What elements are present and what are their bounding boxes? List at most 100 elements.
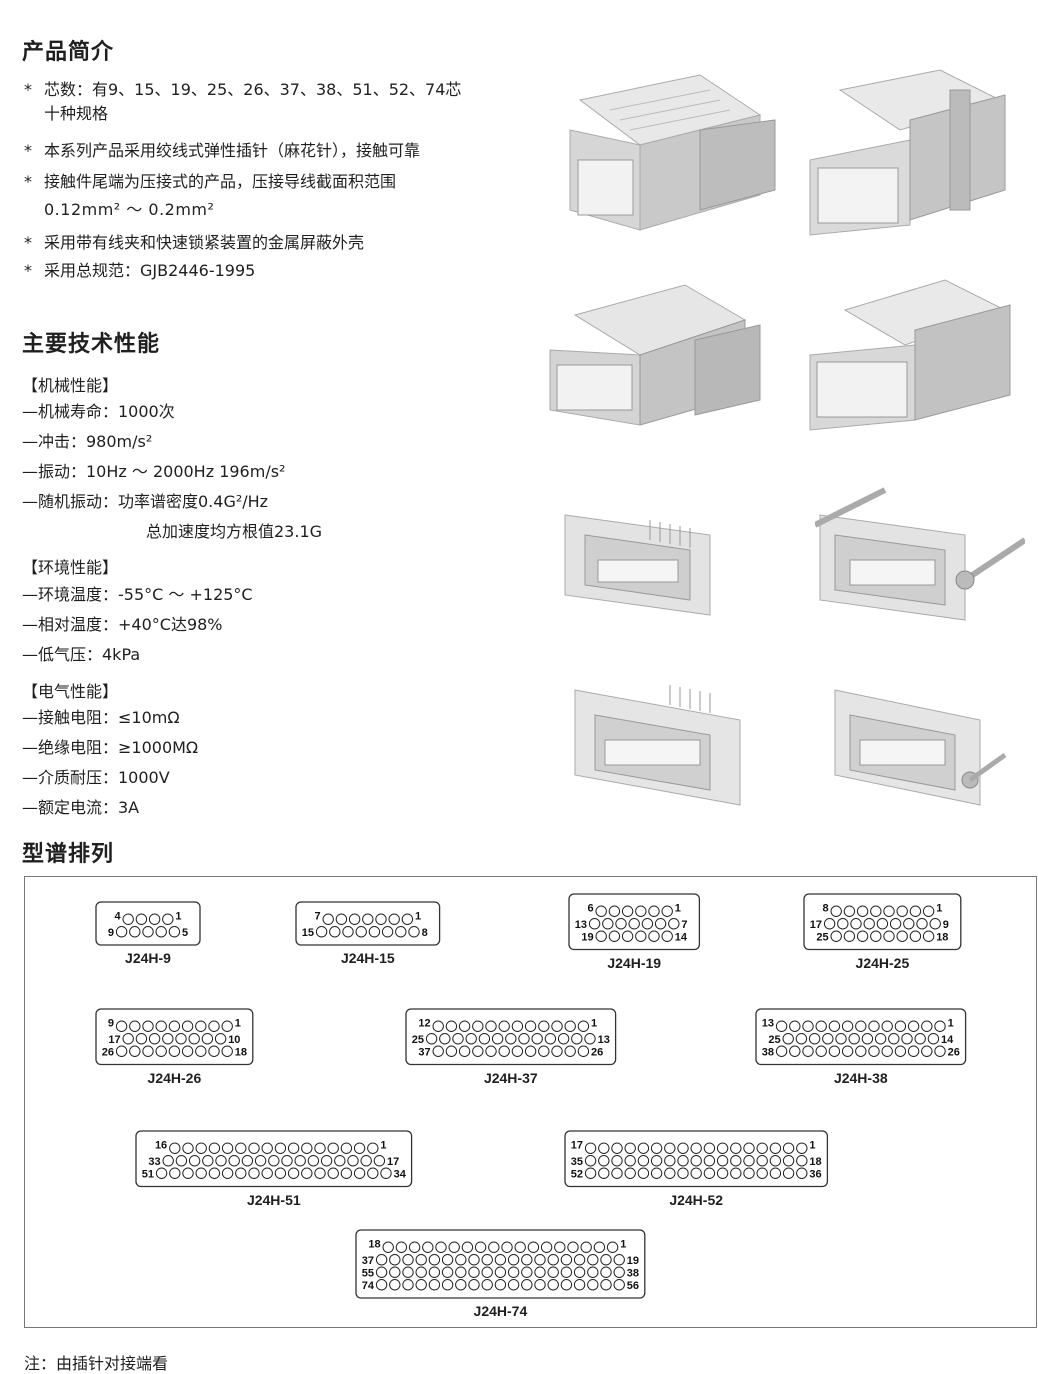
pin-hole <box>896 930 908 942</box>
pin-hole <box>850 918 862 930</box>
pin-number-left: 12 <box>418 1017 430 1029</box>
pin-number-left: 35 <box>571 1156 583 1168</box>
pin-hole <box>455 1279 467 1291</box>
pin-hole <box>428 1254 441 1266</box>
pin-hole <box>155 1167 168 1179</box>
pin-hole <box>881 1020 893 1032</box>
pin-hole <box>624 1167 636 1179</box>
pin-hole <box>624 1142 636 1154</box>
pin-hole <box>855 1045 867 1057</box>
pin-hole <box>661 905 673 917</box>
spec-rms-accel: 总加速度均方根值23.1G <box>146 522 323 541</box>
pin-hole <box>334 1155 346 1167</box>
pin-hole <box>782 1167 795 1179</box>
pin-hole <box>828 1020 841 1032</box>
pin-hole <box>507 1266 520 1278</box>
pin-hole <box>796 1142 808 1154</box>
pin-hole <box>856 930 869 942</box>
connector-photo-5 <box>564 514 711 616</box>
pin-hole <box>934 1020 946 1032</box>
pin-hole <box>327 1167 339 1179</box>
pin-hole <box>287 1142 300 1154</box>
pin-number-right: 1 <box>948 1017 954 1029</box>
pin-hole <box>524 1045 537 1057</box>
pin-hole <box>608 905 621 917</box>
pin-hole <box>129 926 141 938</box>
pin-hole <box>368 926 381 938</box>
bullet-crimp: * 接触件尾端为压接式的产品，压接导线截面积范围 <box>24 170 544 220</box>
pin-hole <box>168 1045 181 1057</box>
pin-hole <box>281 1155 293 1167</box>
pin-number-right: 17 <box>387 1156 399 1168</box>
pin-hole <box>214 1033 227 1045</box>
spec-current: —额定电流：3A <box>22 798 140 817</box>
pin-hole <box>598 1167 610 1179</box>
spec-pressure: —低气压：4kPa <box>22 645 141 664</box>
pin-hole <box>375 1266 388 1278</box>
pin-hole <box>907 1045 920 1057</box>
pin-number-left: 6 <box>587 902 593 914</box>
pin-number-left: 38 <box>762 1046 774 1058</box>
pin-hole <box>162 1033 174 1045</box>
pin-hole <box>650 1167 663 1179</box>
pin-hole <box>703 1155 716 1167</box>
pin-hole <box>494 1254 507 1266</box>
pin-hole <box>115 926 128 938</box>
pin-hole <box>611 1155 623 1167</box>
pin-hole <box>274 1167 287 1179</box>
pin-hole <box>789 1045 801 1057</box>
pin-hole <box>668 918 680 930</box>
pin-number-right: 7 <box>681 919 687 931</box>
pin-hole <box>428 1279 441 1291</box>
pin-hole <box>188 1033 200 1045</box>
pin-hole <box>743 1142 755 1154</box>
pin-hole <box>274 1142 287 1154</box>
pin-hole <box>201 1033 214 1045</box>
pin-hole <box>514 1241 526 1253</box>
pin-hole <box>921 1045 933 1057</box>
pin-hole <box>195 1020 207 1032</box>
pin-number-left: 17 <box>810 919 822 931</box>
connector-model-label: J24H-15 <box>340 950 395 966</box>
pin-hole <box>654 918 667 930</box>
pin-hole <box>650 1142 663 1154</box>
pin-hole <box>432 1045 444 1057</box>
pin-hole <box>491 1033 504 1045</box>
pin-hole <box>415 1254 427 1266</box>
pin-hole <box>428 1266 441 1278</box>
pin-hole <box>408 926 420 938</box>
pin-number-left: 74 <box>362 1280 375 1292</box>
pin-hole <box>573 1279 586 1291</box>
pin-number-left: 26 <box>102 1046 114 1058</box>
pin-hole <box>485 1020 497 1032</box>
pin-hole <box>481 1254 493 1266</box>
pin-hole <box>637 1167 650 1179</box>
bullet-shell-text: 采用带有线夹和快速锁紧装置的金属屏蔽外壳 <box>44 233 365 252</box>
pin-hole <box>455 1254 467 1266</box>
pin-hole <box>577 1045 590 1057</box>
pin-hole <box>909 905 922 917</box>
pin-hole <box>507 1279 520 1291</box>
pin-hole <box>301 1167 313 1179</box>
bullet-star-icon: * <box>24 233 32 252</box>
pin-hole <box>353 1167 366 1179</box>
pin-hole <box>472 1020 484 1032</box>
pin-number-left: 15 <box>302 927 314 939</box>
pin-number-right: 1 <box>380 1139 386 1151</box>
pin-hole <box>320 1155 333 1167</box>
pin-hole <box>822 1033 834 1045</box>
pin-hole <box>195 1167 207 1179</box>
pin-hole <box>261 1167 273 1179</box>
pin-hole <box>168 1020 181 1032</box>
pin-hole <box>395 926 407 938</box>
pin-hole <box>382 1241 394 1253</box>
pin-hole <box>870 930 882 942</box>
